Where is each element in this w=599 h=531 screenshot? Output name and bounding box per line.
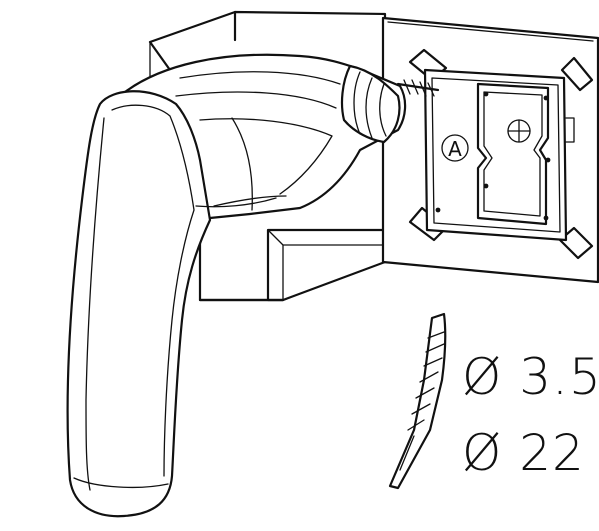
mounting-panel: A	[381, 16, 599, 284]
tape-piece-top-right	[560, 56, 594, 92]
drill-bit-icon	[388, 312, 447, 490]
drill-bit-size-small: Ø 3.5	[462, 348, 599, 406]
cordless-drill-icon	[66, 53, 440, 518]
tape-piece-bottom-right	[558, 226, 594, 260]
mounting-bracket	[476, 82, 550, 226]
drill-bit-size-large: Ø 22	[462, 424, 585, 482]
marker-a-label: A	[448, 137, 462, 161]
marker-a-badge: A	[441, 134, 469, 162]
drill-target-marker	[507, 119, 531, 143]
